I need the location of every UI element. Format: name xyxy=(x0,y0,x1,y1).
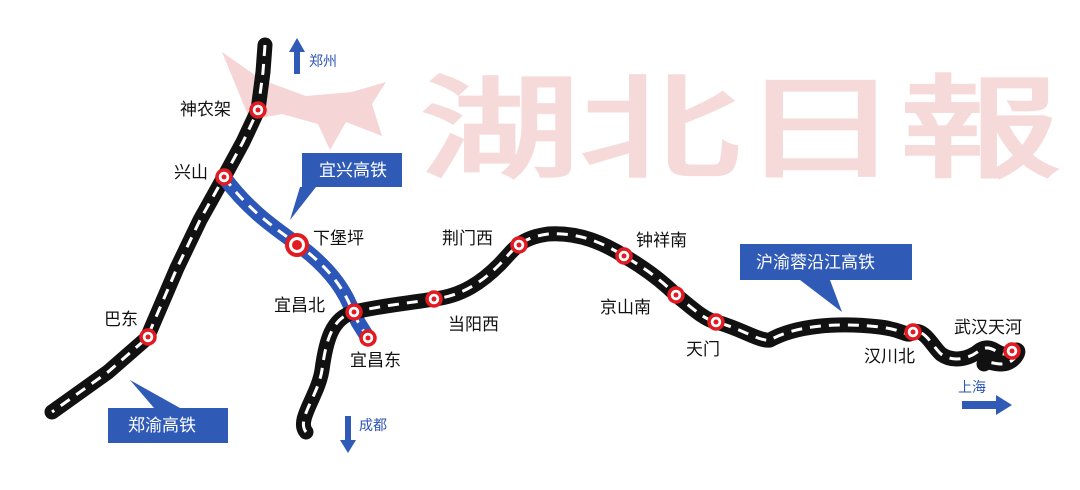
station-label: 宜昌北 xyxy=(274,296,325,316)
direction-label: 郑州 xyxy=(309,54,337,70)
station-label: 京山南 xyxy=(600,298,651,318)
station-label: 宜昌东 xyxy=(350,351,401,371)
station-label: 荆门西 xyxy=(442,229,493,249)
station-label: 当阳西 xyxy=(448,315,499,335)
station-label: 汉川北 xyxy=(864,347,915,367)
direction-zhengzhou: 郑州 xyxy=(289,38,337,74)
callout-label: 郑渝高铁 xyxy=(128,416,196,436)
station-tianmen: 天门 xyxy=(686,313,725,360)
arrow-up-icon xyxy=(289,38,305,74)
watermark: 湖北日報 xyxy=(222,52,1060,195)
station-shennongjia: 神农架 xyxy=(180,100,267,120)
direction-shanghai: 上海 xyxy=(958,380,1012,415)
direction-label: 上海 xyxy=(958,380,986,396)
station-wuhantianhe: 武汉天河 xyxy=(954,318,1022,360)
station-label: 天门 xyxy=(686,340,720,360)
station-xingshan: 兴山 xyxy=(174,163,233,186)
station-badong: 巴东 xyxy=(104,310,157,346)
arrow-right-icon xyxy=(962,395,1012,415)
station-xiabaoping: 下堡坪 xyxy=(285,229,364,257)
station-label: 兴山 xyxy=(174,163,208,183)
station-jingmenxi: 荆门西 xyxy=(442,229,528,254)
station-label: 钟祥南 xyxy=(636,231,687,251)
station-label: 神农架 xyxy=(180,100,231,120)
direction-chengdu: 成都 xyxy=(340,416,387,453)
station-label: 下堡坪 xyxy=(313,229,364,249)
watermark-text: 湖北日報 xyxy=(420,64,1060,195)
zhengyu-railway xyxy=(44,37,273,420)
station-yichangbei: 宜昌北 xyxy=(274,296,363,321)
station-yichangdong: 宜昌东 xyxy=(350,329,401,371)
callout-label: 宜兴高铁 xyxy=(319,161,387,181)
callout-label: 沪渝蓉沿江高铁 xyxy=(756,253,875,273)
station-hanchuanbei: 汉川北 xyxy=(864,323,922,367)
station-zhongxiangnan: 钟祥南 xyxy=(615,231,687,265)
callout-yixing: 宜兴高铁 xyxy=(290,153,402,220)
arrow-down-icon xyxy=(340,416,356,453)
station-jingshannan: 京山南 xyxy=(600,286,685,318)
station-dangyangxi: 当阳西 xyxy=(425,290,499,335)
station-label: 巴东 xyxy=(104,310,138,330)
station-label: 武汉天河 xyxy=(954,318,1022,338)
watermark-emblem xyxy=(222,52,386,150)
direction-label: 成都 xyxy=(359,418,387,434)
callout-zhengyu: 郑渝高铁 xyxy=(108,380,228,443)
callout-huyurong: 沪渝蓉沿江高铁 xyxy=(740,244,912,312)
